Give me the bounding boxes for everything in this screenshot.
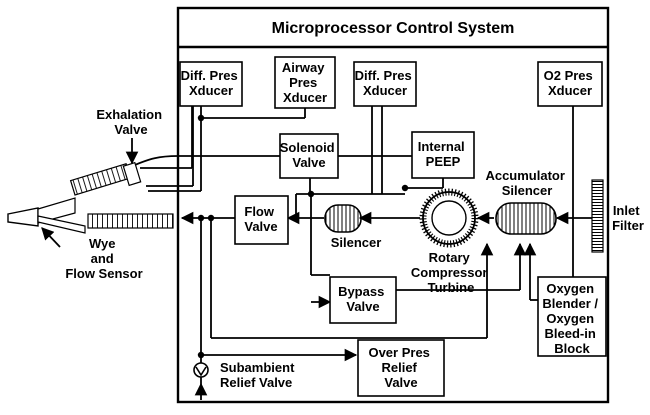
accumulator-silencer-label: Accumulator Silencer — [485, 168, 568, 198]
rotary-turbine-label: Rotary Compressor Turbine — [411, 250, 491, 295]
patient-circuit — [7, 161, 174, 234]
over-pres-relief-valve: Over Pres Relief Valve — [357, 339, 445, 397]
diagram-title: Microprocessor Control System — [272, 20, 515, 37]
oxygen-blender-block: Oxygen Blender / Oxygen Bleed-in Block — [537, 276, 607, 357]
svg-text:Over Pres Relief V: Over Pres Relief Valve — [368, 345, 433, 390]
diff-pres-xducer-left: Diff. Pres Xducer — [179, 61, 243, 107]
subambient-relief-valve-label: Subambient Relief Valve — [220, 360, 298, 390]
svg-text:Internal PEEP: Internal PEEP — [418, 139, 469, 169]
svg-text:Bypass Valve: Bypass Valve — [338, 284, 388, 314]
inlet-filter-element — [591, 179, 604, 253]
solenoid-valve: Solenoid Valve — [279, 133, 339, 179]
wye-pointer — [41, 227, 61, 248]
svg-text:Oxygen Blender / O: Oxygen Blender / Oxygen Bleed-in Block — [542, 281, 601, 356]
exhalation-valve-label: Exhalation Valve — [96, 107, 165, 137]
wye-flow-sensor-label: Wye and Flow Sensor — [65, 236, 142, 281]
subambient-relief-valve-symbol — [193, 362, 209, 378]
rotary-compressor-turbine — [419, 188, 479, 248]
connection-lines — [127, 106, 592, 400]
internal-peep: Internal PEEP — [411, 131, 475, 179]
flow-valve: Flow Valve — [234, 195, 289, 245]
inlet-filter-label: Inlet Filter — [612, 203, 644, 233]
silencer-label: Silencer — [331, 235, 382, 250]
control-system-frame — [176, 6, 610, 404]
svg-text:Diff. Pres Xducer: Diff. Pres Xducer — [355, 68, 416, 98]
accumulator-silencer-element — [495, 202, 557, 235]
bypass-valve: Bypass Valve — [329, 276, 397, 324]
o2-pres-xducer: O2 Pres Xducer — [537, 61, 603, 107]
diff-pres-xducer-mid: Diff. Pres Xducer — [353, 61, 417, 107]
svg-text:Flow Valve: Flow Valve — [244, 204, 277, 234]
svg-text:Diff. Pres Xducer: Diff. Pres Xducer — [181, 68, 242, 98]
airway-pres-xducer: Airway Pres Xducer — [274, 56, 336, 109]
silencer-element — [324, 204, 362, 233]
svg-text:O2 Pres Xducer: O2 Pres Xducer — [544, 68, 597, 98]
svg-text:Airway Pres Xducer: Airway Pres Xducer — [282, 60, 328, 105]
svg-text:Solenoid Valve: Solenoid Valve — [280, 140, 339, 170]
